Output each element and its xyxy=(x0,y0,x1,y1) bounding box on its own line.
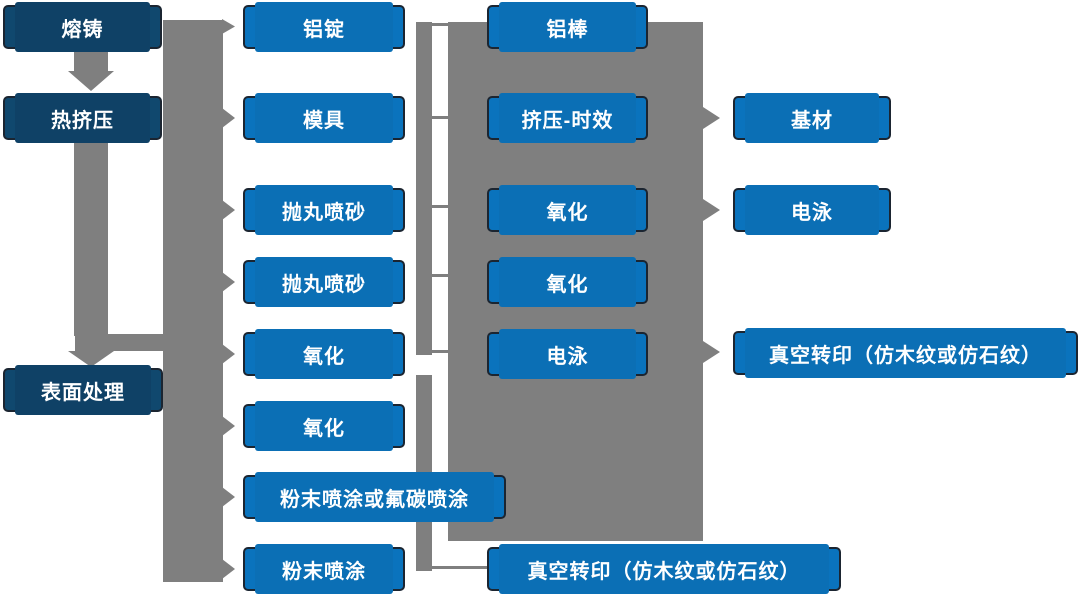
node-shot-blasting-2-label: 抛丸喷砂 xyxy=(282,273,366,296)
node-oxidation-col2-2: 氧化 xyxy=(243,401,405,451)
node-oxidation-col3-2-label: 氧化 xyxy=(546,273,589,296)
node-oxidation-col2-1: 氧化 xyxy=(243,329,405,379)
node-shot-blasting-2: 抛丸喷砂 xyxy=(243,257,405,307)
connector-tick-row1 xyxy=(432,23,449,26)
node-electrophoresis-col4-label: 电泳 xyxy=(791,201,833,224)
node-oxidation-col3-1: 氧化 xyxy=(487,185,648,235)
arrowhead-right-oxidation-2 xyxy=(222,416,235,436)
node-shot-blasting-1: 抛丸喷砂 xyxy=(243,185,405,235)
connector-tick-row5 xyxy=(432,350,449,353)
node-base-material-label: 基材 xyxy=(791,109,833,132)
node-aluminum-ingot-label: 铝锭 xyxy=(303,18,345,41)
node-aluminum-rod-label: 铝棒 xyxy=(546,18,589,41)
arrowhead-right-oxidation-1 xyxy=(222,344,235,364)
connector-tick-row2 xyxy=(432,116,449,119)
node-surface-treatment-label: 表面处理 xyxy=(41,381,125,404)
node-vacuum-transfer-bottom: 真空转印（仿木纹或仿石纹） xyxy=(487,544,841,594)
connector-melting-to-extrusion-line xyxy=(74,49,108,71)
node-powder-or-fluorocarbon-coating-label: 粉末喷涂或氟碳喷涂 xyxy=(280,488,469,511)
arrowhead-right-aluminum-ingot xyxy=(222,19,235,34)
connector-extrusion-to-surface-line xyxy=(74,140,108,336)
node-vacuum-transfer-right-label: 真空转印（仿木纹或仿石纹） xyxy=(769,344,1042,367)
node-aluminum-rod: 铝棒 xyxy=(487,2,648,52)
arrowhead-right-vacuum-transfer-out xyxy=(703,341,720,363)
node-oxidation-col3-2: 氧化 xyxy=(487,257,648,307)
node-mold-label: 模具 xyxy=(303,109,345,132)
arrowhead-right-shot-blasting-2 xyxy=(222,272,235,292)
connector-surface-treatment-link xyxy=(163,388,173,391)
node-shot-blasting-1-label: 抛丸喷砂 xyxy=(282,201,366,224)
node-powder-coating-label: 粉末喷涂 xyxy=(282,560,366,583)
node-aluminum-ingot: 铝锭 xyxy=(243,2,405,52)
connector-main-spine xyxy=(163,20,223,582)
connector-tick-row3 xyxy=(432,205,449,208)
node-mold: 模具 xyxy=(243,93,405,143)
node-hot-extrusion: 热挤压 xyxy=(3,93,162,143)
node-powder-coating: 粉末喷涂 xyxy=(243,544,405,594)
connector-ladder-rail-upper xyxy=(416,22,432,355)
arrowhead-down-hot-extrusion xyxy=(68,71,114,91)
node-base-material: 基材 xyxy=(733,93,891,143)
connector-bottom-tick xyxy=(432,566,487,569)
connector-tick-row4 xyxy=(432,274,449,277)
arrowhead-right-electrophoresis-out xyxy=(703,199,720,221)
node-electrophoresis-col4: 电泳 xyxy=(733,185,891,235)
node-oxidation-col3-1-label: 氧化 xyxy=(546,201,589,224)
node-vacuum-transfer-bottom-label: 真空转印（仿木纹或仿石纹） xyxy=(527,560,801,583)
node-powder-or-fluorocarbon-coating: 粉末喷涂或氟碳喷涂 xyxy=(243,472,506,522)
node-melting-casting-label: 熔铸 xyxy=(61,18,104,41)
arrowhead-right-base-material xyxy=(703,107,720,129)
arrowhead-right-mold xyxy=(222,108,235,128)
arrowhead-right-powder-coating xyxy=(222,559,235,579)
arrowhead-right-powder-fluorocarbon xyxy=(222,487,235,507)
node-oxidation-col2-1-label: 氧化 xyxy=(303,345,345,368)
arrowhead-right-shot-blasting-1 xyxy=(222,200,235,220)
node-oxidation-col2-2-label: 氧化 xyxy=(303,417,345,440)
node-extrusion-aging-label: 挤压-时效 xyxy=(521,109,614,132)
node-electrophoresis-col3: 电泳 xyxy=(487,329,648,379)
node-melting-casting: 熔铸 xyxy=(3,2,162,52)
node-hot-extrusion-label: 热挤压 xyxy=(51,109,114,132)
node-vacuum-transfer-right: 真空转印（仿木纹或仿石纹） xyxy=(733,328,1078,378)
node-surface-treatment: 表面处理 xyxy=(3,365,163,415)
node-electrophoresis-col3-label: 电泳 xyxy=(546,345,589,368)
node-extrusion-aging: 挤压-时效 xyxy=(487,93,648,143)
